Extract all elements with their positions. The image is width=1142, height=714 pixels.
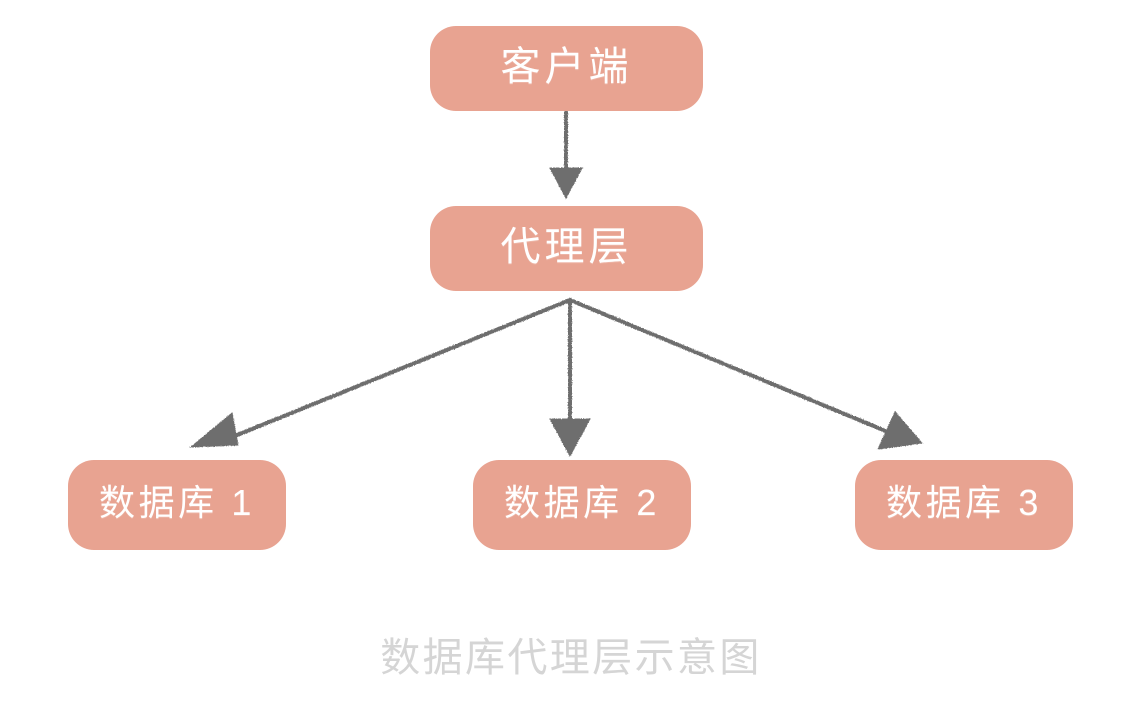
node-client[interactable]: 客户端 — [430, 26, 703, 111]
edge-client-to-proxy — [549, 110, 583, 200]
node-database-1[interactable]: 数据库 1 — [68, 460, 286, 550]
node-client-label: 客户端 — [500, 44, 633, 89]
edge-proxy-to-db3 — [568, 298, 923, 450]
edge-proxy-to-db1 — [189, 298, 572, 448]
node-proxy[interactable]: 代理层 — [430, 206, 703, 291]
node-database-1-label: 数据库 1 — [98, 482, 256, 523]
node-database-2-label: 数据库 2 — [503, 482, 661, 523]
edge-proxy-to-db2 — [549, 298, 591, 458]
node-database-3[interactable]: 数据库 3 — [855, 460, 1073, 550]
node-proxy-label: 代理层 — [500, 224, 633, 269]
diagram-caption: 数据库代理层示意图 — [380, 636, 762, 680]
node-database-3-label: 数据库 3 — [885, 482, 1043, 523]
node-database-2[interactable]: 数据库 2 — [473, 460, 691, 550]
